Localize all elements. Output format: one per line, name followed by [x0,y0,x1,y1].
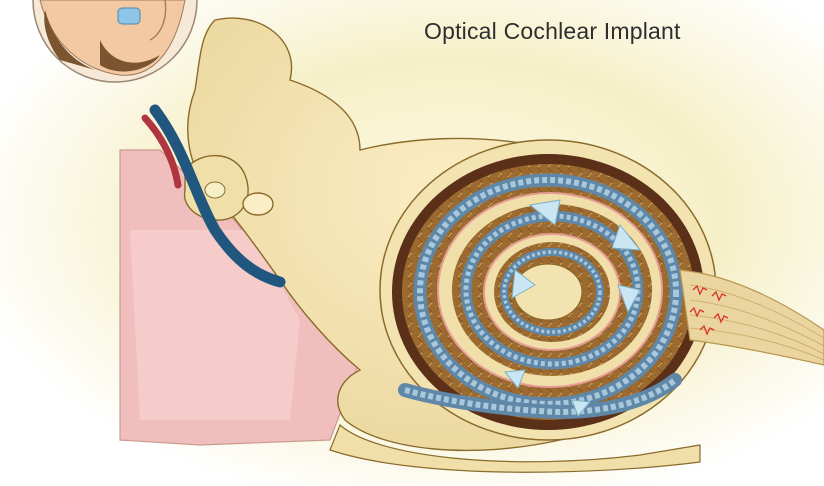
ossicle-hole [205,182,225,198]
diagram-title: Optical Cochlear Implant [424,18,681,45]
ossicle-footplate [243,193,273,215]
cochlea-modiolus [514,264,582,320]
